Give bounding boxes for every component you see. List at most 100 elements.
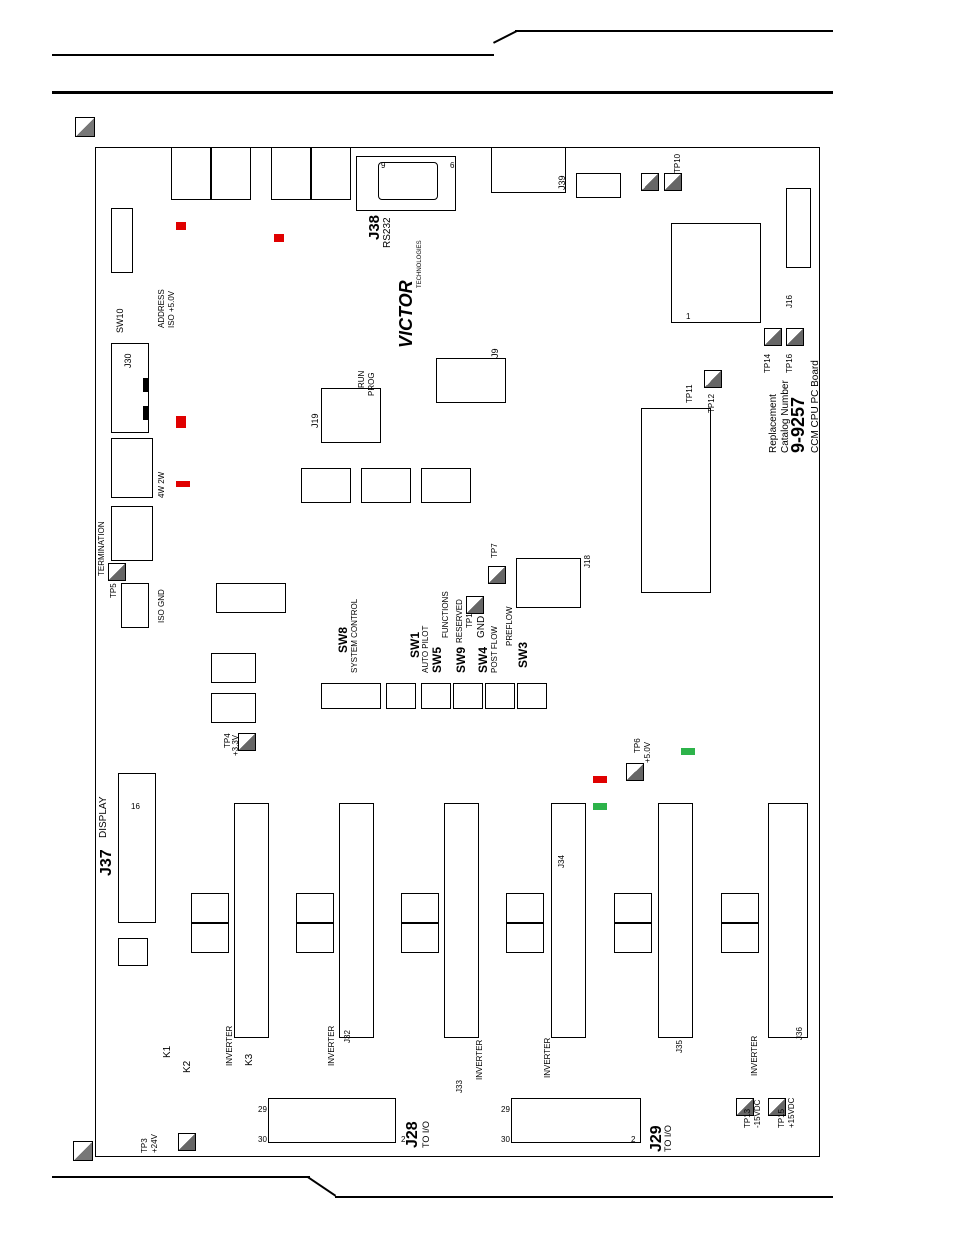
j37-label: J37 (98, 849, 115, 876)
tp6-testpoint-icon (626, 763, 644, 781)
sw4-function: POST FLOW (490, 626, 499, 673)
connector-u11 (171, 148, 211, 200)
j36-label: J36 (795, 1027, 804, 1040)
replacement-label: Replacement (768, 394, 779, 453)
sw5-label: SW5 (430, 646, 444, 673)
tp9-testpoint-icon (641, 173, 659, 191)
ic-u16 (216, 583, 286, 613)
tp16-label: TP16 (785, 353, 794, 373)
tp15-label: TP15 (777, 1108, 786, 1128)
relay-6a (721, 893, 759, 923)
ic-u-column-1 (234, 803, 269, 1038)
tp7-label: TP7 (490, 543, 499, 558)
tp7-testpoint-icon (488, 566, 506, 584)
component-iso (121, 583, 149, 628)
processor-pin-1: 1 (686, 312, 691, 321)
j33-label: J33 (455, 1080, 464, 1093)
j29-sub: TO I/O (663, 1125, 673, 1152)
j30-pin-a (143, 378, 149, 392)
switch-sw8 (321, 683, 381, 709)
tp6-value: +5.0V (643, 741, 652, 763)
led-d3-indicator (176, 481, 190, 487)
tp3-value: +24V (150, 1134, 159, 1153)
footer-rule-slant (307, 1176, 337, 1197)
component-j16 (786, 188, 811, 268)
connector-j37 (118, 773, 156, 923)
tp13-testpoint-icon (736, 1098, 754, 1116)
relay-1b (191, 923, 229, 953)
j28-sub: TO I/O (421, 1121, 431, 1148)
connector-j39 (491, 148, 566, 193)
termination-switch-b (111, 506, 153, 561)
tp3-testpoint-icon (178, 1133, 196, 1151)
ic-u-column-3 (444, 803, 479, 1038)
j30-label: J30 (123, 353, 133, 368)
tp5-testpoint-icon (108, 563, 126, 581)
corner-mark-bottom-icon (73, 1141, 93, 1161)
k1-label: K1 (162, 1045, 173, 1058)
connector-j36 (768, 803, 808, 1038)
j16-label: J16 (785, 295, 794, 308)
sw9-function: RESERVED (455, 599, 464, 643)
ic-u-column-4 (551, 803, 586, 1038)
tp16-testpoint-icon (786, 328, 804, 346)
footer-rule-left (52, 1176, 310, 1178)
j37-pin-16: 16 (131, 802, 140, 811)
pcb-board-diagram: 9 6 J38 RS232 J39 TP10 1 J16 TP14 TP16 R… (95, 147, 820, 1157)
j28-label: J28 (404, 1121, 421, 1148)
relay-2a (296, 893, 334, 923)
tp4-value: +3.3V (231, 734, 240, 756)
switch-sw4 (485, 683, 515, 709)
connector-j28 (268, 1098, 396, 1143)
tp11-testpoint-icon (704, 370, 722, 388)
tp6-label: TP6 (633, 738, 642, 753)
tp13-value: -15VDC (753, 1099, 762, 1128)
tp13-label: TP13 (743, 1108, 752, 1128)
header-rule-slant (493, 30, 517, 44)
connector-j9 (436, 358, 506, 403)
iso-5v-label: ISO +5.0V (167, 290, 176, 328)
j29-pin-2: 2 (631, 1135, 636, 1144)
header-rule-right (515, 30, 833, 32)
j28-pin-2: 2 (401, 1135, 406, 1144)
led-d5-indicator (274, 234, 284, 242)
run-label: RUN (357, 370, 366, 388)
led-d4-indicator (176, 222, 186, 230)
ic-u68-column (641, 408, 711, 593)
relay-5a (614, 893, 652, 923)
switch-sw1 (386, 683, 416, 709)
inverter-label-4: INVERTER (543, 1037, 552, 1078)
ic-u20 (211, 693, 256, 723)
footer-rule-right (335, 1196, 833, 1198)
relay-4a (506, 893, 544, 923)
sw1-label: SW1 (408, 631, 422, 658)
sw8-label: SW8 (336, 626, 350, 653)
main-processor-chip (671, 223, 761, 323)
iso-gnd-label: ISO GND (157, 589, 166, 623)
ic-u-column-5 (658, 803, 693, 1038)
sw1-function: AUTO PILOT (421, 625, 430, 673)
termination-switch (111, 438, 153, 498)
relay-3b (401, 923, 439, 953)
j30-pin-b (143, 406, 149, 420)
prog-label: PROG (367, 372, 376, 396)
ic-u21 (211, 653, 256, 683)
led-d19-indicator (681, 748, 695, 755)
tp10-testpoint-icon (664, 173, 682, 191)
relay-1a (191, 893, 229, 923)
tp4-testpoint-icon (238, 733, 256, 751)
switch-sw9 (453, 683, 483, 709)
ic-u-column-2 (339, 803, 374, 1038)
sw3-function: PREFLOW (505, 606, 514, 646)
j28-pin-29: 29 (258, 1105, 267, 1114)
connector-u31 (271, 148, 311, 200)
tp15-testpoint-icon (768, 1098, 786, 1116)
header-rule-top (52, 54, 494, 56)
relay-5b (614, 923, 652, 953)
ic-u35 (301, 468, 351, 503)
ic-u46 (421, 468, 471, 503)
victor-logo: VICTOR (396, 280, 416, 348)
tp11-label: TP11 (685, 384, 694, 403)
connector-j19 (321, 388, 381, 443)
rs232-label: RS232 (382, 217, 393, 248)
